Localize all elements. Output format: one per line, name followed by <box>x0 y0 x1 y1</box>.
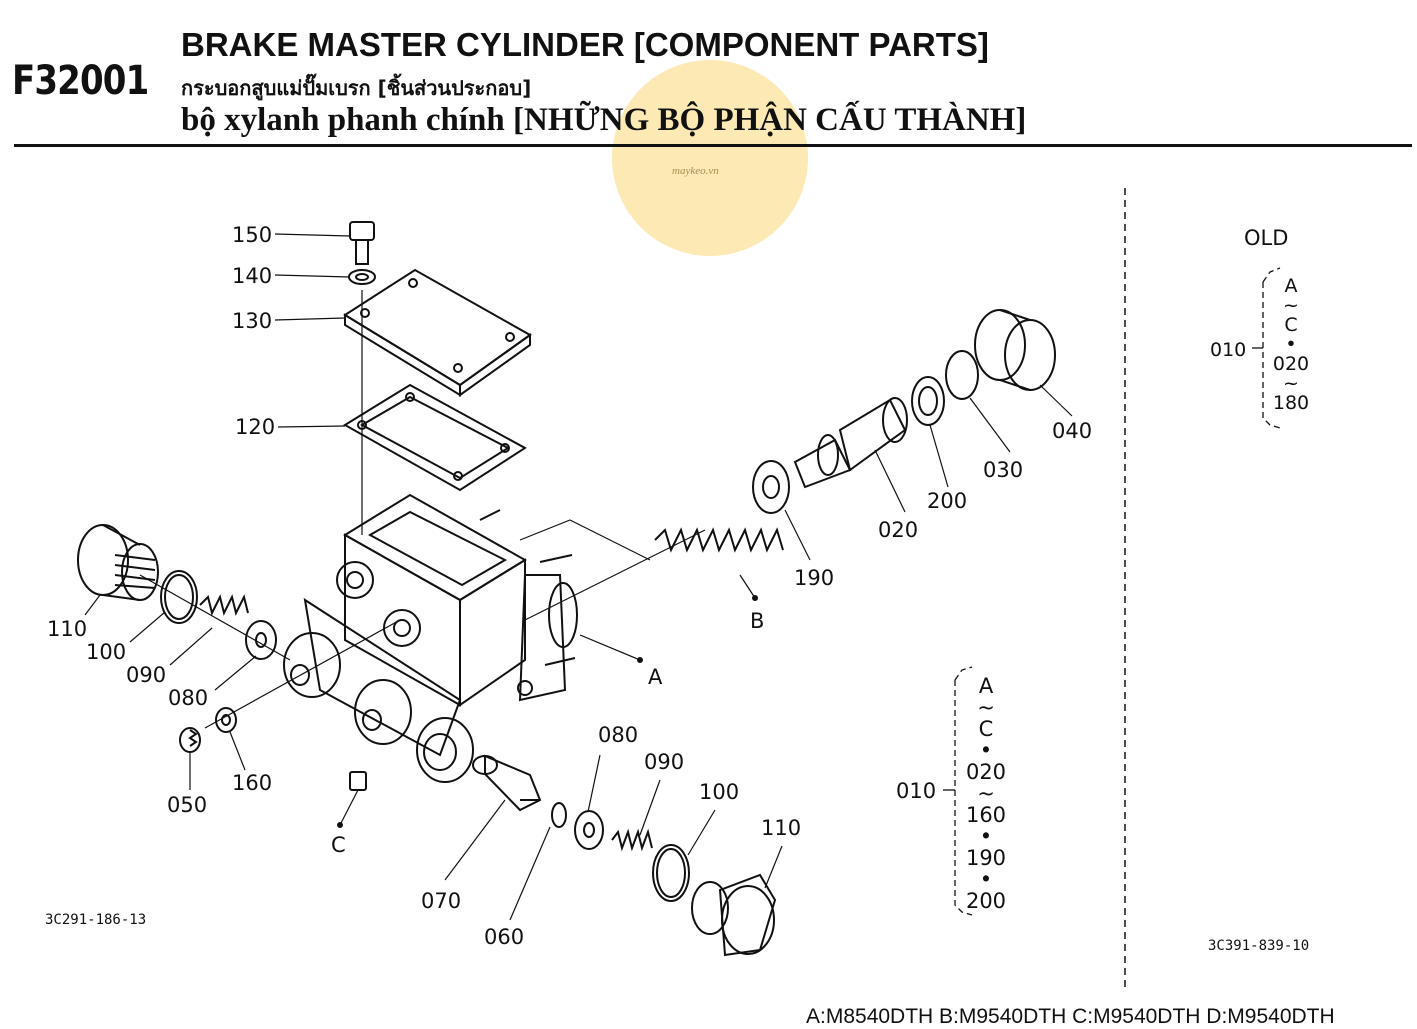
range-item: 020 <box>1273 353 1309 375</box>
part-label: 100 <box>699 780 739 804</box>
return-spring-part <box>654 527 784 553</box>
bolt-part <box>349 221 375 241</box>
part-label: 140 <box>232 264 272 288</box>
part-label: 050 <box>167 793 207 817</box>
range-item: 160 <box>966 803 1006 827</box>
range-item: A <box>979 674 994 698</box>
seal-part <box>911 376 945 426</box>
watermark-logo <box>612 60 808 256</box>
part-label: 130 <box>232 309 272 333</box>
part-label: 090 <box>644 750 684 774</box>
page-title-thai: กระบอกสูบแม่ปั๊มเบรก [ชิ้นส่วนประกอบ] <box>181 76 532 100</box>
range-marker: ~ <box>1283 295 1299 317</box>
cover-plate-part <box>343 268 532 387</box>
range-item: C <box>979 717 994 741</box>
ref-label-a: A <box>648 665 663 689</box>
part-label: 120 <box>235 415 275 439</box>
part-label: 190 <box>794 566 834 590</box>
snap-ring-part <box>945 350 979 400</box>
part-label: 110 <box>761 816 801 840</box>
washer-part <box>574 810 604 850</box>
range-item: C <box>1284 314 1297 336</box>
part-label: 160 <box>232 771 272 795</box>
page-code: F32001 <box>12 58 149 104</box>
seat-part <box>215 707 237 733</box>
plug-screw-part <box>349 771 367 791</box>
part-label: 080 <box>168 686 208 710</box>
page-title-vietnamese: bộ xylanh phanh chính [NHỮNG BỘ PHẬN CẤU… <box>181 102 1027 138</box>
watermark-text: maykeo.vn <box>672 165 719 177</box>
figure-ref-right: 3C391-839-10 <box>1208 938 1310 954</box>
old-group-heading: OLD <box>1244 226 1288 250</box>
plug-part <box>77 524 159 601</box>
o-ring-part <box>160 570 198 624</box>
figure-ref-left: 3C291-186-13 <box>45 912 147 928</box>
range-marker: ~ <box>977 782 995 806</box>
bolt-shank <box>355 239 369 265</box>
boot-part <box>974 309 1056 391</box>
cup-seal-part <box>752 460 790 514</box>
spring-part <box>199 594 249 616</box>
part-label: 060 <box>484 925 524 949</box>
model-legend: A:M8540DTH B:M9540DTH C:M9540DTH D:M9540… <box>806 1005 1335 1028</box>
gasket-part <box>343 383 527 492</box>
range-marker: ~ <box>977 696 995 720</box>
ref-label-b: B <box>750 609 764 633</box>
part-label: 200 <box>927 489 967 513</box>
valve-part <box>179 727 201 753</box>
o-ring-part <box>652 844 690 902</box>
part-label: 040 <box>1052 419 1092 443</box>
range-item: 180 <box>1273 392 1309 414</box>
ref-label-c: C <box>331 833 346 857</box>
o-ring-part <box>551 802 567 828</box>
part-label: 080 <box>598 723 638 747</box>
part-label: 150 <box>232 223 272 247</box>
part-label: 090 <box>126 663 166 687</box>
range-marker: • <box>980 868 992 892</box>
washer-part <box>245 620 277 660</box>
header-divider <box>14 144 1412 147</box>
piston-part <box>793 397 908 489</box>
part-label: 070 <box>421 889 461 913</box>
old-group-lines: A~C•020~180 <box>1273 275 1309 414</box>
rod-part <box>472 754 542 812</box>
range-marker: ~ <box>1283 373 1299 395</box>
part-label: 110 <box>47 617 87 641</box>
spring-part <box>611 828 653 852</box>
range-item: 190 <box>966 846 1006 870</box>
range-item: 020 <box>966 760 1006 784</box>
part-label: 020 <box>878 518 918 542</box>
new-group-code: 010 <box>896 779 936 803</box>
range-marker: • <box>1285 334 1296 356</box>
part-label: 100 <box>86 640 126 664</box>
range-marker: • <box>980 825 992 849</box>
range-marker: • <box>980 739 992 763</box>
old-group-code: 010 <box>1210 339 1246 361</box>
washer-part <box>348 269 376 285</box>
part-label: 030 <box>983 458 1023 482</box>
plug-part <box>691 873 777 957</box>
range-item: 200 <box>966 889 1006 913</box>
range-item: A <box>1285 275 1298 297</box>
page-title: BRAKE MASTER CYLINDER [COMPONENT PARTS] <box>181 26 989 63</box>
new-group-lines: A~C•020~160•190•200 <box>966 674 1006 913</box>
cylinder-body-part <box>283 493 578 783</box>
